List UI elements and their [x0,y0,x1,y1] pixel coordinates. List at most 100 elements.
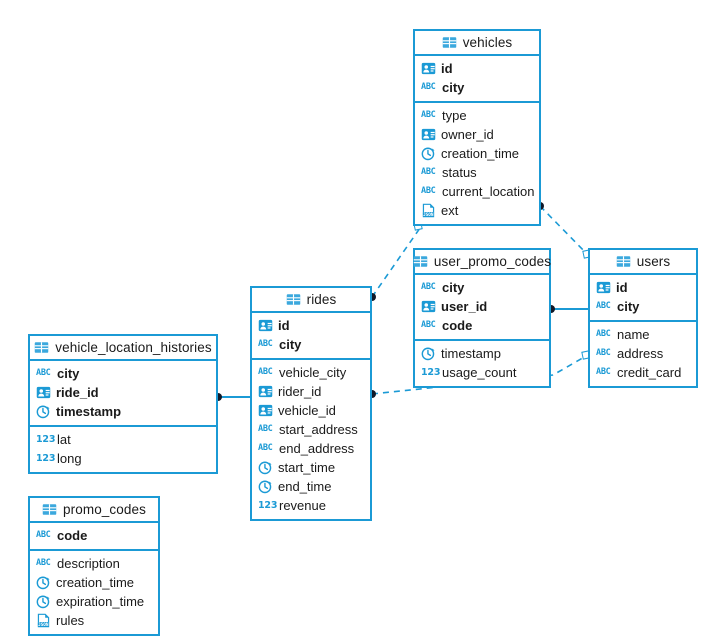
field-name: creation_time [56,575,135,590]
table-header-vehicle_location_histories[interactable]: vehicle_location_histories [30,336,216,361]
table-name: promo_codes [63,502,146,517]
table-header-rides[interactable]: rides [252,288,370,313]
primary-key-section: ABC code [30,523,158,551]
123-icon: 123 [421,367,441,378]
field-row[interactable]: creation_time [415,144,539,163]
field-row[interactable]: start_time [252,458,370,477]
field-row[interactable]: expiration_time [30,592,158,611]
table-name: vehicles [462,35,513,50]
field-row[interactable]: ride_id [30,383,216,402]
table-name: user_promo_codes [433,254,552,269]
field-row[interactable]: rider_id [252,382,370,401]
field-name: lat [57,432,71,447]
abc-icon: ABC [421,110,436,120]
field-name: usage_count [442,365,517,380]
abc-icon: ABC [596,329,611,339]
json-file-icon: JSON [36,613,51,628]
field-row[interactable]: user_id [415,297,549,316]
table-icon [442,35,457,50]
field-name: name [617,327,650,342]
field-name: timestamp [441,346,501,361]
table-header-users[interactable]: users [590,250,696,275]
endpoint-dot-rides-top [368,293,376,301]
abc-icon: ABC [596,348,611,358]
table-header-user_promo_codes[interactable]: user_promo_codes [413,250,552,275]
field-name: vehicle_id [278,403,336,418]
field-row[interactable]: JSON ext [415,201,539,220]
field-name: owner_id [441,127,494,142]
clock-icon [258,479,273,494]
svg-text:JSON: JSON [38,622,49,628]
table-header-promo_codes[interactable]: promo_codes [30,498,158,523]
field-name: ext [441,203,459,218]
field-name: rider_id [278,384,322,399]
abc-icon: ABC [596,301,611,311]
field-row[interactable]: ABC city [30,364,216,383]
field-name: status [442,165,477,180]
field-row[interactable]: owner_id [415,125,539,144]
field-row[interactable]: vehicle_id [252,401,370,420]
abc-icon: ABC [36,530,51,540]
field-row[interactable]: timestamp [30,402,216,421]
abc-icon: ABC [36,368,51,378]
field-row[interactable]: id [415,59,539,78]
field-name: description [57,556,120,571]
abc-icon: ABC [258,424,273,434]
primary-key-section: ABC city ride_id timestamp [30,361,216,427]
field-name: ride_id [56,385,99,400]
table-icon [34,340,49,355]
clock-icon [36,575,51,590]
field-row[interactable]: id [590,278,696,297]
field-row[interactable]: id [252,316,370,335]
table-header-vehicles[interactable]: vehicles [415,31,539,56]
field-row[interactable]: end_time [252,477,370,496]
field-row[interactable]: creation_time [30,573,158,592]
field-row[interactable]: ABC start_address [252,420,370,439]
abc-icon: ABC [421,82,436,92]
id-badge-icon [258,384,273,399]
field-name: code [57,528,88,543]
endpoint-dot-rides-mid [368,390,376,398]
field-name: expiration_time [56,594,145,609]
abc-icon: ABC [258,339,273,349]
field-row[interactable]: ABC name [590,325,696,344]
abc-icon: ABC [258,443,273,453]
endpoint-dot-vlh-right [214,393,222,401]
field-row[interactable]: timestamp [415,344,549,363]
field-name: city [57,366,80,381]
field-name: start_address [279,422,358,437]
json-file-icon: JSON [421,203,436,218]
clock-icon [421,146,436,161]
field-row[interactable]: ABC code [30,526,158,545]
123-icon: 123 [36,434,56,445]
